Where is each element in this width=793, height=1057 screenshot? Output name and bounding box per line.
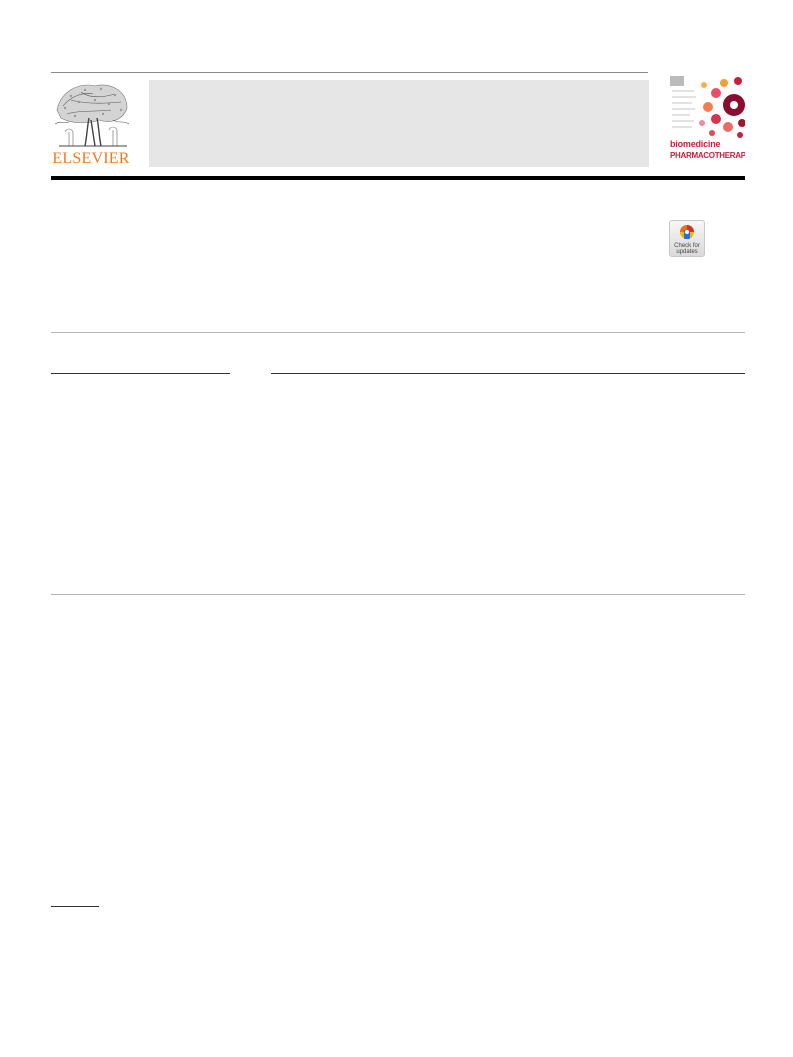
journal-banner [149, 80, 649, 167]
publisher-logo: ELSEVIER [51, 80, 131, 170]
check-for-updates-label: Check for updates [674, 243, 700, 255]
journal-cover-thumbnail[interactable]: biomedicine PHARMACOTHERAPY [668, 73, 745, 169]
article-info-divider [51, 332, 745, 333]
elsevier-wordmark: ELSEVIER [52, 150, 130, 167]
elsevier-tree-icon [54, 84, 130, 147]
footnote-rule [51, 906, 99, 907]
check-for-updates-button[interactable]: Check for updates [669, 220, 705, 257]
abstract-end-divider [51, 594, 745, 595]
cover-title-biomedicine: biomedicine [670, 139, 721, 149]
header-top-rule [51, 72, 648, 73]
abstract-column-rule [271, 373, 745, 374]
cover-title-pharmacotherapy: PHARMACOTHERAPY [670, 151, 745, 160]
header-bottom-rule [51, 176, 745, 180]
article-info-column-rule [51, 373, 230, 374]
check-for-updates-icon [680, 225, 694, 239]
cover-artwork [668, 73, 745, 169]
